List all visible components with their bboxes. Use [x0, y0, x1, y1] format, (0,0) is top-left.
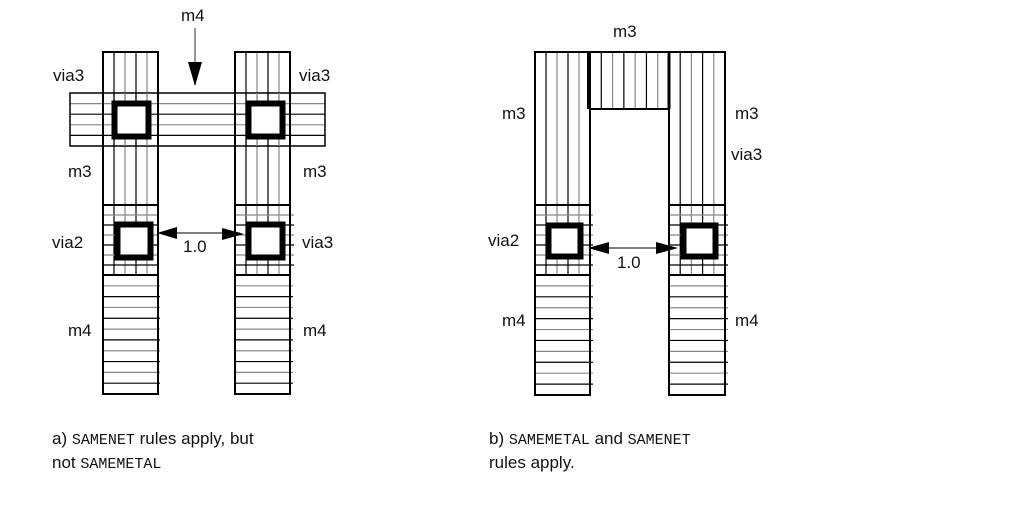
wire-outline: [534, 51, 591, 206]
caption-code-samenet: SAMENET: [627, 432, 691, 449]
panel-b-spacing-arrowhead-right: [656, 242, 678, 254]
caption-code-samemetal: SAMEMETAL: [508, 432, 590, 449]
panel-a-caption: a) SAMENET rules apply, but not SAMEMETA…: [52, 428, 254, 476]
panel-b-label-m3-left: m3: [502, 104, 526, 123]
panel-a-right-m4-wire: [234, 274, 293, 395]
caption-code-samenet: SAMENET: [71, 432, 135, 449]
wire-outline: [668, 274, 726, 396]
caption-text: rules apply.: [489, 453, 575, 472]
panel-a-label-m4-top: m4: [181, 6, 205, 25]
panel-b-spacing-arrowhead-left: [588, 242, 609, 254]
wire-outline: [534, 274, 591, 396]
panel-a-label-via3-right: via3: [299, 66, 330, 85]
panel-b-label-m4-right: m4: [735, 311, 759, 330]
caption-text: and: [589, 429, 628, 448]
caption-code-samemetal: SAMEMETAL: [80, 456, 162, 473]
caption-text: rules apply, but: [134, 429, 254, 448]
panel-b-label-m4-left: m4: [502, 311, 526, 330]
panel-a-via3-left: [111, 100, 152, 140]
panel-a-spacing-arrowhead-left: [157, 227, 177, 239]
caption-text: not: [52, 453, 81, 472]
panel-a-spacing-value: 1.0: [183, 237, 207, 256]
wire-outline: [234, 274, 291, 395]
caption-prefix: a): [52, 429, 72, 448]
panel-a-via2-left: [114, 221, 154, 261]
panel-a-m4-horizontal-bar: [69, 92, 326, 147]
panel-a-caption-line2: not SAMEMETAL: [52, 452, 254, 476]
panel-a-label-via3-left: via3: [53, 66, 84, 85]
panel-a-via3-right: [245, 100, 286, 140]
panel-a-label-m3-left: m3: [68, 162, 92, 181]
panel-a-label-m4-right: m4: [303, 321, 327, 340]
panel-a-label-m4-left: m4: [68, 321, 92, 340]
panel-b: m3 m3 m3 via3 via2 m4 m4 1.0: [488, 22, 762, 396]
panel-b-left-m4-wire: [534, 274, 593, 396]
panel-a: m4 via3 via3 m3 m3 via2 via3 m4 m4 1.0: [52, 6, 333, 395]
panel-a-label-m3-right: m3: [303, 162, 327, 181]
panel-b-left-m3-wire: [534, 51, 591, 206]
panel-a-caption-line1: a) SAMENET rules apply, but: [52, 428, 254, 452]
panel-b-spacing-value: 1.0: [617, 253, 641, 272]
wire-outline: [102, 274, 159, 395]
caption-prefix: b): [489, 429, 509, 448]
panel-b-caption-line1: b) SAMEMETAL and SAMENET: [489, 428, 691, 452]
panel-a-label-via3-bottom-right: via3: [302, 233, 333, 252]
wire-outline: [69, 92, 326, 147]
panel-a-label-via2-left: via2: [52, 233, 83, 252]
panel-b-via-right: [680, 222, 719, 260]
panel-a-spacing-arrowhead-right: [222, 228, 244, 240]
panel-b-label-via2-left: via2: [488, 231, 519, 250]
panel-b-caption: b) SAMEMETAL and SAMENET rules apply.: [489, 428, 691, 474]
panel-b-label-via3-right: via3: [731, 145, 762, 164]
panel-a-via3-bottom-right: [245, 221, 286, 261]
panel-a-left-m4-wire: [102, 274, 160, 395]
panel-b-caption-line2: rules apply.: [489, 452, 691, 474]
panel-b-label-m3-right: m3: [735, 104, 759, 123]
panel-b-via2-left: [545, 222, 584, 260]
panel-b-right-m3-wire: [668, 51, 726, 206]
wire-outline: [668, 51, 726, 206]
panel-a-m4-pointer-arrowhead: [188, 62, 202, 86]
panel-b-right-m4-wire: [668, 274, 728, 396]
panel-b-m3-bridge: [535, 51, 725, 110]
panel-b-label-m3-top: m3: [613, 22, 637, 41]
